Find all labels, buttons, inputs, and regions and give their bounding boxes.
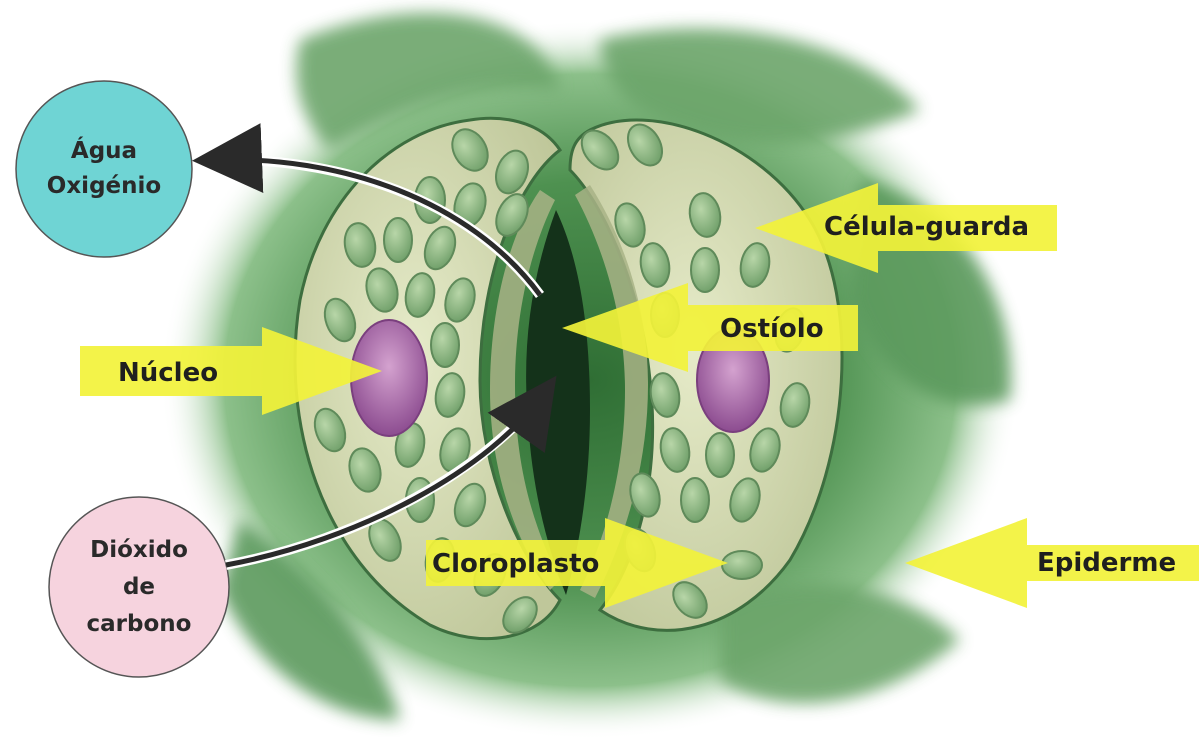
chloroplast	[722, 551, 762, 579]
chloroplast	[384, 218, 412, 262]
water-oxygen-label: Água Oxigénio	[14, 89, 194, 249]
chloroplast	[706, 433, 734, 477]
guard-cell-label: Célula-guarda	[824, 214, 1029, 240]
epidermis-label: Epiderme	[1037, 550, 1176, 576]
chloroplast	[681, 478, 709, 522]
chloroplast	[431, 323, 459, 367]
co2-label: Dióxido de carbono	[47, 497, 231, 677]
nucleus-label: Núcleo	[118, 360, 218, 386]
ostiole-label: Ostíolo	[720, 316, 824, 342]
chloroplast	[691, 248, 719, 292]
chloroplast-label: Cloroplasto	[432, 551, 599, 577]
